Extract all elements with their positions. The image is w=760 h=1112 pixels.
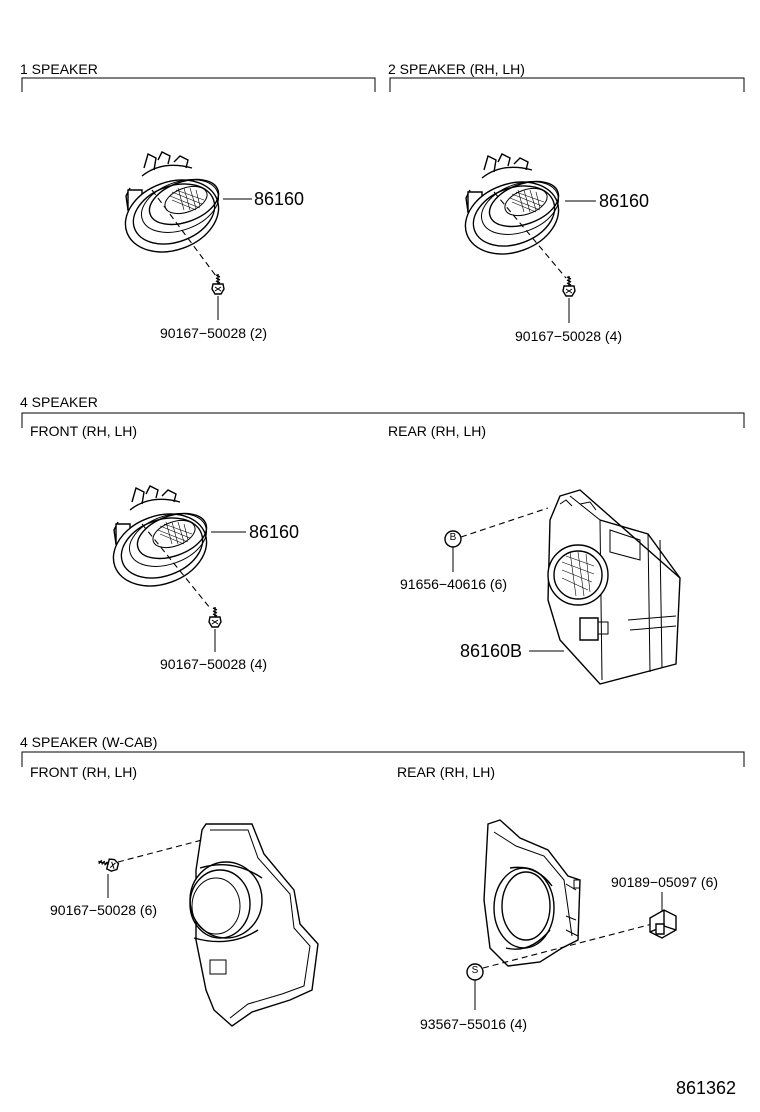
part-number-91656-40616: 91656−40616 (6) [400,576,508,592]
marker-letter-b: B [449,532,457,543]
section-title-1-speaker: 1 SPEAKER [20,61,98,77]
subsection-front-rh-lh: FRONT (RH, LH) [30,764,138,780]
subsection-rear-rh-lh: REAR (RH, LH) [397,764,496,780]
bolt-s2 [562,275,576,297]
part-number-90167-50028: 90167−50028 (4) [515,328,623,344]
part-number-86160: 86160 [599,191,650,211]
bolt-s1 [211,273,225,295]
subsection-rear-rh-lh: REAR (RH, LH) [388,423,487,439]
part-number-86160b: 86160B [460,641,523,661]
part-number-86160: 86160 [249,522,300,542]
part-number-90167-50028: 90167−50028 (6) [50,902,158,918]
section-title-4-speaker-w-cab: 4 SPEAKER (W-CAB) [20,734,158,750]
section2-bracket [390,78,744,92]
section-title-2-speaker: 2 SPEAKER (RH, LH) [388,61,525,77]
speaker-86160-s1 [114,151,230,266]
speaker-86160-s3-front [102,485,218,600]
part-number-90189-05097: 90189−05097 (6) [611,874,719,890]
front-baffle-w-cab [190,824,318,1026]
figure-id: 861362 [676,1078,737,1098]
section-title-4-speaker: 4 SPEAKER [20,394,98,410]
subsection-front-rh-lh: FRONT (RH, LH) [30,423,138,439]
part-number-93567-55016: 93567−55016 (4) [420,1016,528,1032]
clip-nut-90189 [650,910,676,938]
speaker-86160-s2 [454,153,570,268]
part-number-90167-50028: 90167−50028 (2) [160,325,268,341]
part-number-86160: 86160 [254,189,305,209]
part-number-90167-50028: 90167−50028 (4) [160,656,268,672]
section3-bracket [22,413,744,428]
speaker-86160B-rear-box [548,490,680,684]
bolt-s3-front [208,606,222,628]
bolt-s4-front [96,854,120,874]
section1-bracket [22,78,375,92]
rear-baffle-w-cab [484,820,580,966]
marker-letter-s: S [471,965,479,976]
section4-bracket [22,752,744,767]
